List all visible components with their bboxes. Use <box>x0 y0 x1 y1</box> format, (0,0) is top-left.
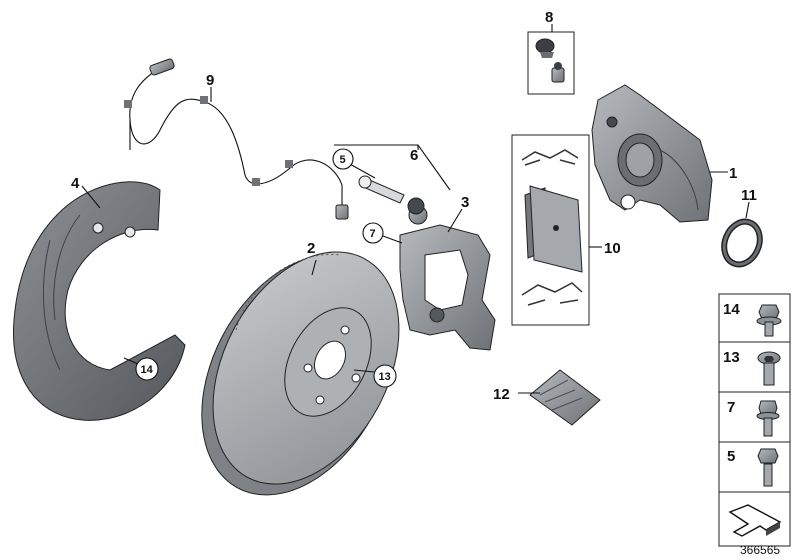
legend-label-7: 7 <box>727 399 735 416</box>
callout-4: 4 <box>71 175 80 192</box>
callout-14-circle <box>135 357 159 381</box>
brake-caliper <box>591 84 713 223</box>
bleeder-valve-set <box>527 31 575 95</box>
callout-1: 1 <box>729 165 737 182</box>
callout-8: 8 <box>545 9 553 26</box>
grease-sachet <box>529 369 601 426</box>
legend-label-13: 13 <box>723 349 740 366</box>
leader-lines <box>81 24 750 394</box>
callout-5-circle <box>332 148 354 170</box>
callout-5: 5 <box>340 154 346 166</box>
brake-shield <box>12 181 186 421</box>
caliper-carrier <box>399 205 496 351</box>
callout-9: 9 <box>206 72 214 89</box>
callout-12: 12 <box>493 386 510 403</box>
seal-ring <box>721 218 763 268</box>
hex-socket-bolt-icon <box>757 351 781 386</box>
brake-disc <box>201 251 400 496</box>
legend-label-5: 5 <box>727 448 735 465</box>
callout-7-circle <box>362 222 384 244</box>
callout-14: 14 <box>141 364 154 376</box>
guide-bolt-icon <box>756 400 780 437</box>
callout-7: 7 <box>370 228 376 240</box>
callout-3: 3 <box>461 194 469 211</box>
callout-11: 11 <box>741 187 757 204</box>
callout-13: 13 <box>379 371 391 383</box>
fastener-legend: 14 13 7 5 <box>718 293 791 547</box>
callout-10: 10 <box>604 240 621 257</box>
callout-13-circle <box>373 364 397 388</box>
legend-label-14: 14 <box>723 301 740 318</box>
direction-arrow-icon <box>728 504 782 537</box>
callout-2: 2 <box>307 240 315 257</box>
callout-6: 6 <box>410 147 418 164</box>
flange-bolt-icon <box>756 304 782 337</box>
hex-bolt-icon <box>757 448 779 487</box>
brake-pad-set <box>511 134 590 326</box>
catalog-number: 366565 <box>740 543 780 557</box>
wear-sensor <box>124 58 349 220</box>
guide-bolt-assembly <box>358 175 425 215</box>
